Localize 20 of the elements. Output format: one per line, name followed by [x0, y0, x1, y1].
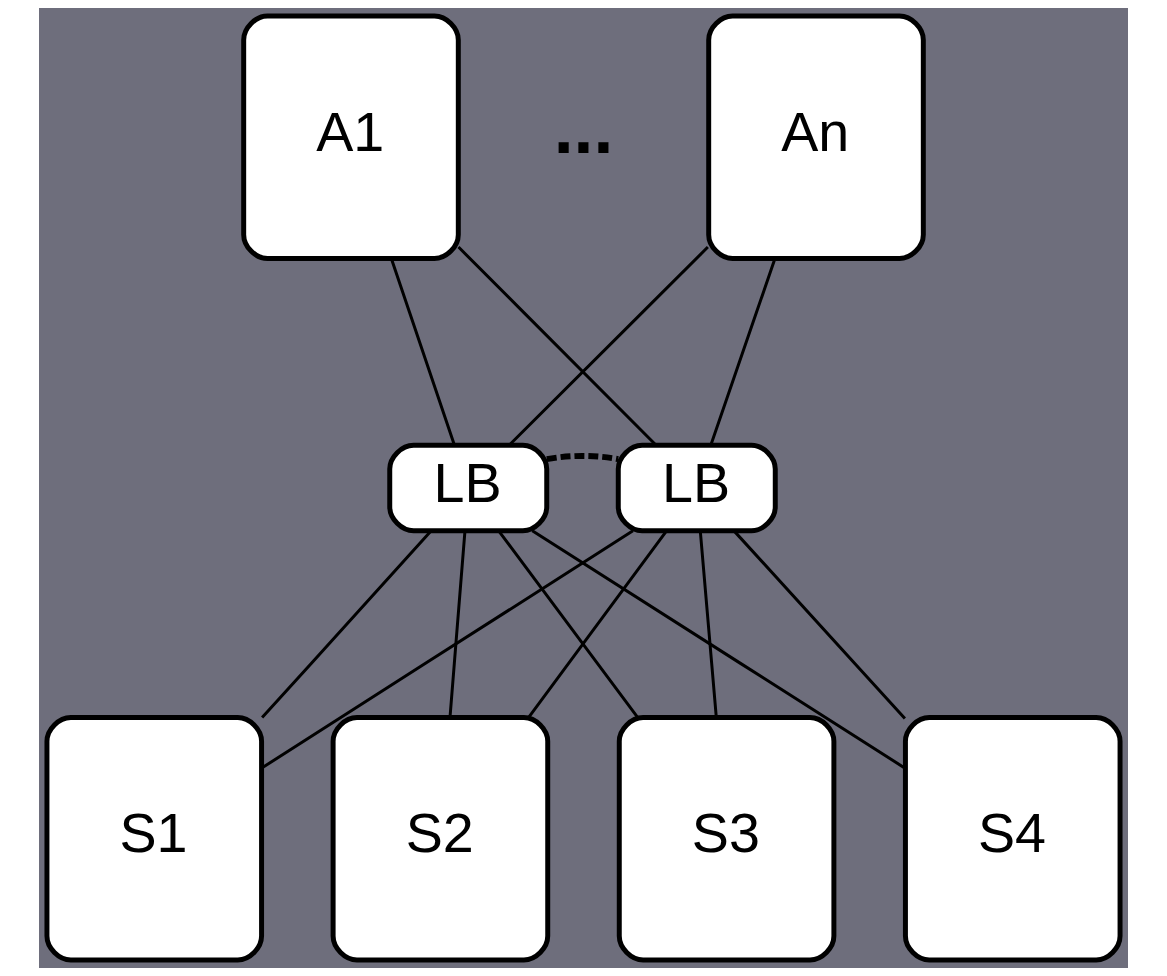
label: ...: [553, 87, 614, 168]
connector: [497, 530, 639, 718]
node-box: LB: [615, 442, 778, 534]
node-box: S4: [902, 715, 1123, 963]
connector: [260, 529, 634, 770]
node-box: S3: [616, 715, 837, 963]
node-box: An: [706, 13, 926, 261]
node-box: S2: [330, 715, 551, 963]
node-box: A1: [241, 13, 461, 261]
connector: [733, 530, 906, 720]
connector: [709, 258, 777, 446]
connector: [261, 530, 433, 719]
connector: [531, 529, 907, 770]
connector: [389, 258, 456, 446]
node-box: S1: [44, 715, 265, 963]
connector: [527, 530, 668, 718]
connector: [546, 453, 619, 463]
connector: [448, 531, 467, 717]
node-box: LB: [387, 442, 550, 534]
connector: [698, 531, 718, 717]
